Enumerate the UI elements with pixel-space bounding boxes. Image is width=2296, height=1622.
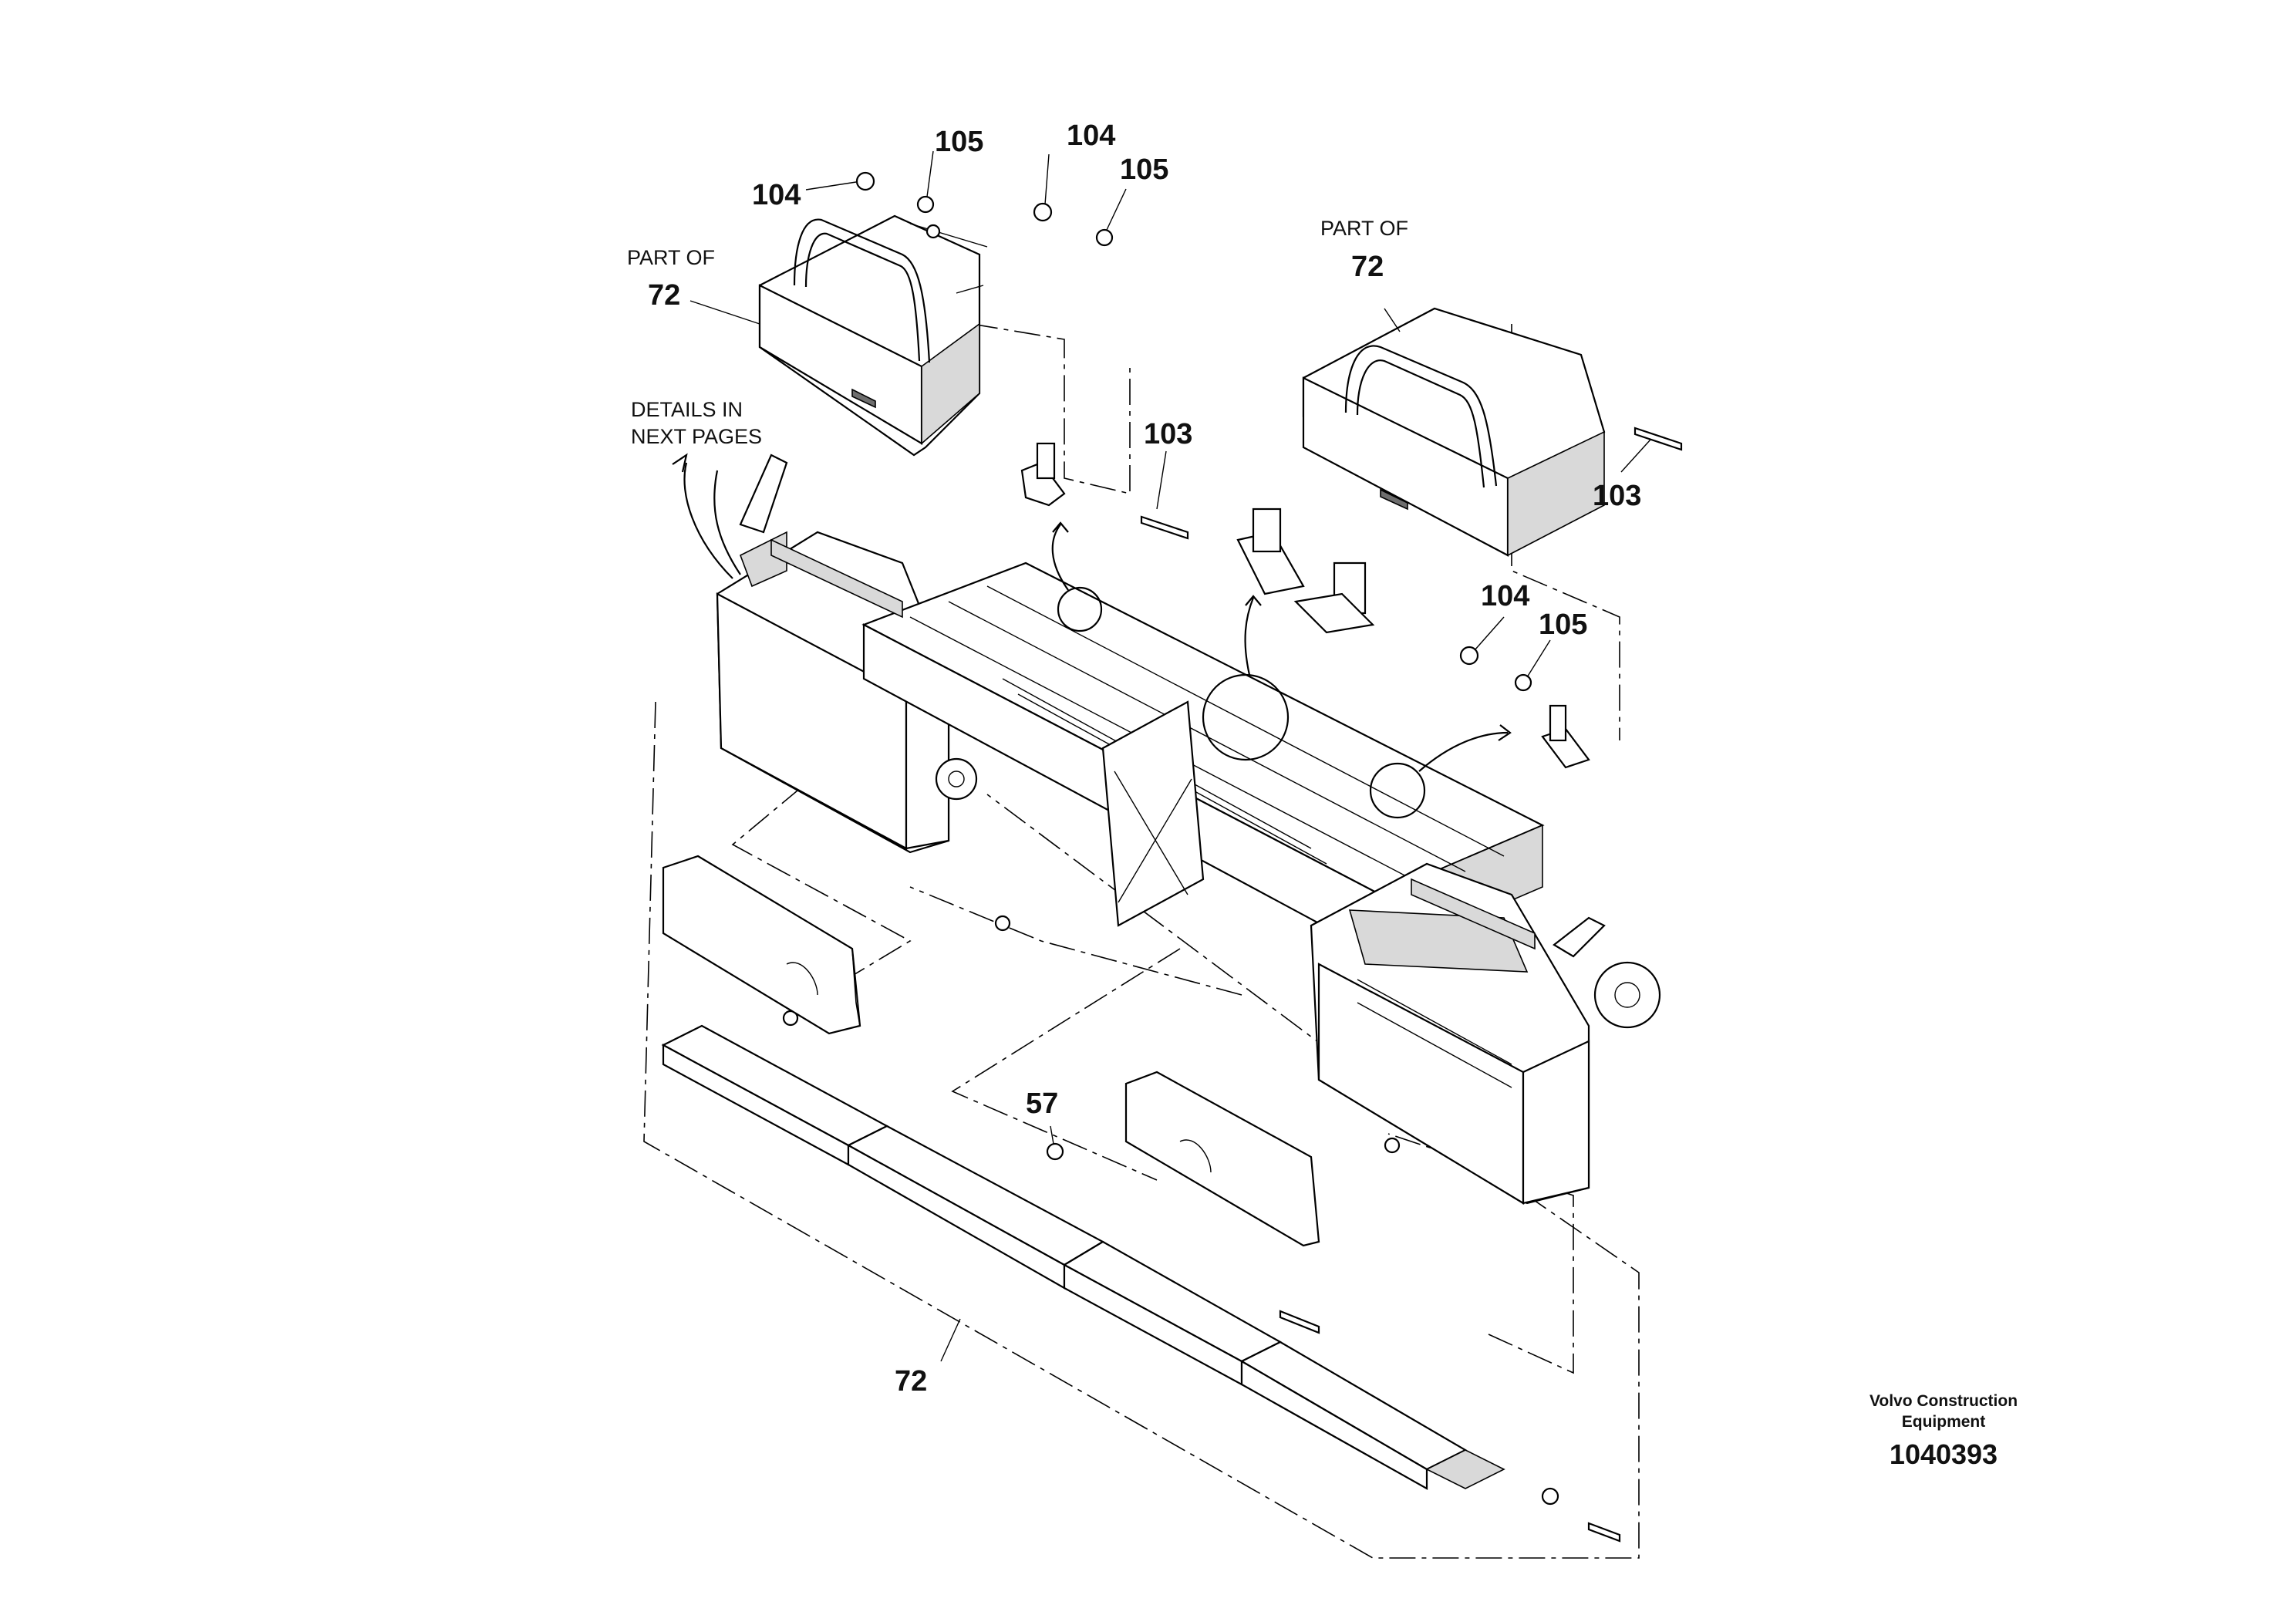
detail-brackets — [1020, 442, 1590, 769]
callout-72: 72 — [1351, 251, 1384, 283]
part-of-label: PART OF — [627, 246, 715, 269]
washer-105 — [916, 195, 935, 214]
washer-105 — [1095, 228, 1114, 247]
callout-72: 72 — [895, 1365, 927, 1398]
bolt-103 — [1140, 515, 1189, 540]
callout-103: 103 — [1144, 418, 1192, 450]
callout-labels: 104 105 104 105 PART OF 72 PART OF 72 DE… — [627, 120, 1641, 1398]
company-name-line2: Equipment — [1902, 1413, 1986, 1431]
detail-arrows — [672, 453, 1512, 741]
details-note-line1: DETAILS IN — [631, 398, 743, 421]
callout-104: 104 — [752, 179, 801, 211]
side-panel-right — [1124, 1071, 1320, 1247]
telescopic-rail — [661, 1024, 1505, 1490]
callout-105: 105 — [1120, 153, 1168, 186]
part-of-label: PART OF — [1320, 217, 1408, 240]
screw-57 — [1046, 1142, 1064, 1161]
company-name-line1: Volvo Construction — [1870, 1392, 2018, 1410]
assembly-dash-lines — [643, 323, 1640, 1559]
title-block: Volvo Construction Equipment 1040393 — [1870, 1392, 2018, 1470]
nut-104 — [1459, 646, 1479, 666]
callout-104: 104 — [1067, 120, 1115, 152]
detail-circles — [683, 462, 1509, 819]
leader-lines — [689, 150, 1651, 1362]
callout-57: 57 — [1026, 1088, 1058, 1120]
details-note-line2: NEXT PAGES — [631, 425, 762, 448]
nut-104 — [1033, 202, 1053, 222]
washer-105 — [1514, 673, 1532, 692]
drive-sprocket — [1593, 961, 1661, 1029]
cover-top-left — [758, 214, 988, 457]
callout-104: 104 — [1481, 580, 1529, 612]
callout-105: 105 — [935, 126, 983, 158]
cover-top-right — [1302, 307, 1606, 557]
nut-104 — [855, 171, 875, 191]
bolt-103 — [1633, 427, 1683, 451]
main-frame — [716, 454, 1661, 1205]
callout-103: 103 — [1593, 480, 1641, 512]
drawing-number: 1040393 — [1890, 1438, 1998, 1470]
side-panel-left — [662, 855, 861, 1035]
bolt-hole — [925, 224, 941, 239]
callout-105: 105 — [1539, 609, 1587, 641]
fasteners — [782, 171, 1683, 1543]
callout-72: 72 — [648, 279, 680, 312]
